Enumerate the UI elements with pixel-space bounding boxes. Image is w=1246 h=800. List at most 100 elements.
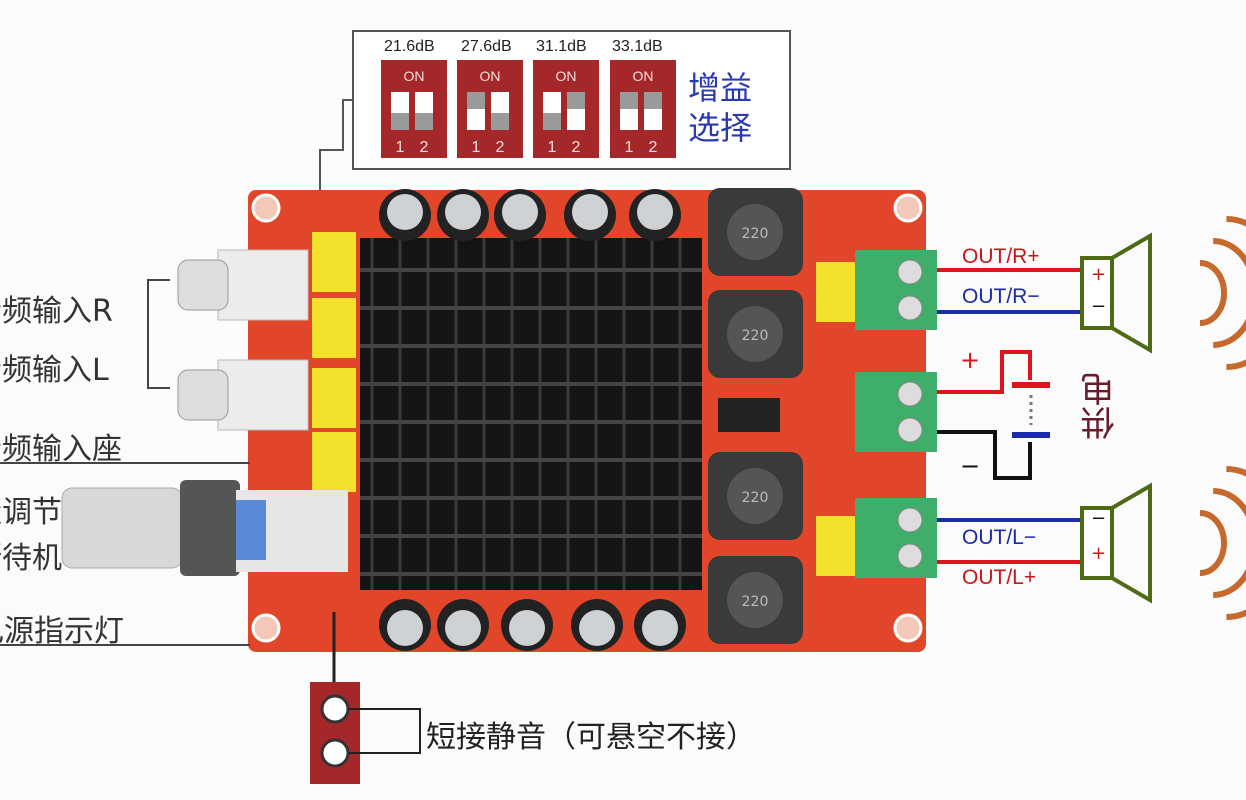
- gain-label-2: 27.6dB: [461, 38, 512, 55]
- capacitor-top: [445, 610, 481, 646]
- label-volume: 音量调节: [0, 495, 62, 530]
- inductor-marking: 220: [742, 594, 769, 610]
- jumper-pin: [320, 738, 350, 768]
- label-power-led: 电源指示灯: [0, 614, 124, 649]
- label-input-jack: 音频输入座: [0, 432, 122, 467]
- mounting-hole: [251, 613, 281, 643]
- sound-wave: [1213, 238, 1246, 348]
- label-power-minus: −: [960, 452, 981, 480]
- speaker-r-plus: +: [1091, 264, 1107, 285]
- sound-wave: [1226, 466, 1246, 620]
- film-capacitor: [312, 232, 356, 292]
- label-power-plus: +: [960, 346, 981, 374]
- dip-on-label: ON: [404, 68, 425, 84]
- inductor-core: [727, 572, 783, 628]
- rca-jack-body: [217, 249, 309, 321]
- screw: [897, 295, 923, 321]
- dip-toggle: [467, 92, 485, 109]
- screw: [897, 259, 923, 285]
- gain-label-1: 21.6dB: [384, 38, 435, 55]
- label-mute-jumper: 短接静音（可悬空不接）: [426, 720, 756, 755]
- film-capacitor: [312, 432, 356, 492]
- diode: [718, 398, 780, 432]
- screw-terminal: [855, 498, 937, 578]
- film-capacitor: [312, 368, 356, 428]
- sound-wave: [1226, 216, 1246, 370]
- screw-terminal: [855, 372, 937, 452]
- capacitor-top: [387, 610, 423, 646]
- rca-jack: [177, 259, 229, 311]
- gain-label-3: 31.1dB: [536, 38, 587, 55]
- screw: [897, 543, 923, 569]
- volume-knob: [61, 487, 183, 569]
- gain-title-line1: 增益: [688, 69, 753, 107]
- dip-toggle: [491, 113, 509, 130]
- capacitor-top: [579, 610, 615, 646]
- pot-nut: [180, 480, 240, 576]
- speaker-l-minus: −: [1091, 508, 1107, 529]
- inductor-core: [727, 468, 783, 524]
- capacitor-top: [445, 194, 481, 230]
- sound-wave: [1199, 510, 1227, 576]
- jumper-pin: [320, 694, 350, 724]
- mounting-hole: [893, 613, 923, 643]
- screw: [897, 417, 923, 443]
- jumper-bracket: [348, 708, 421, 754]
- film-capacitor: [816, 262, 860, 322]
- capacitor-top: [642, 610, 678, 646]
- gain-leader-line: [319, 99, 353, 195]
- speaker-l-plus: +: [1091, 543, 1107, 564]
- dip-number: 1: [625, 139, 634, 156]
- inductor-core: [727, 204, 783, 260]
- film-capacitor: [312, 298, 356, 358]
- rca-jack: [177, 369, 229, 421]
- label-input-l: 音频输入L: [0, 353, 109, 388]
- speaker-r-minus: −: [1091, 296, 1107, 317]
- dip-number: 2: [496, 139, 505, 156]
- dip-toggle: [415, 113, 433, 130]
- dip-number: 1: [472, 139, 481, 156]
- inductor-marking: 220: [742, 328, 769, 344]
- inductor-marking: 220: [742, 490, 769, 506]
- dip-number: 1: [396, 139, 405, 156]
- wire-power-plus: [937, 350, 1032, 394]
- pot-label: [236, 500, 266, 560]
- dip-toggle: [620, 92, 638, 109]
- label-power: 供电: [1081, 372, 1121, 440]
- heatsink: [360, 238, 702, 590]
- inductor-marking: 220: [742, 226, 769, 242]
- dip-number: 1: [548, 139, 557, 156]
- mounting-hole: [251, 193, 281, 223]
- mounting-hole: [893, 193, 923, 223]
- dip-toggle: [391, 113, 409, 130]
- capacitor-top: [572, 194, 608, 230]
- capacitor-top: [502, 194, 538, 230]
- label-out-r-plus: OUT/R+: [962, 245, 1040, 268]
- battery-plate-plus: [1012, 382, 1050, 388]
- dip-on-label: ON: [633, 68, 654, 84]
- dip-toggle: [567, 92, 585, 109]
- dip-toggle: [543, 113, 561, 130]
- speaker-icon: [1080, 256, 1114, 330]
- speaker-cone: [1110, 232, 1152, 354]
- dip-toggle: [644, 92, 662, 109]
- dip-on-label: ON: [480, 68, 501, 84]
- screw: [897, 507, 923, 533]
- screw-terminal: [855, 250, 937, 330]
- gain-title-line2: 选择: [688, 109, 753, 147]
- label-out-l-plus: OUT/L+: [962, 566, 1037, 589]
- inductor-core: [727, 306, 783, 362]
- dip-on-label: ON: [556, 68, 577, 84]
- capacitor-top: [387, 194, 423, 230]
- sound-wave: [1199, 260, 1227, 326]
- dip-number: 2: [572, 139, 581, 156]
- label-out-r-minus: OUT/R−: [962, 285, 1040, 308]
- gain-title: 增益 选择: [688, 68, 752, 148]
- battery-plate-minus: [1012, 432, 1050, 438]
- screw: [897, 381, 923, 407]
- rca-jack-body: [217, 359, 309, 431]
- label-out-l-minus: OUT/L−: [962, 526, 1037, 549]
- speaker-cone: [1110, 482, 1152, 604]
- capacitor-top: [637, 194, 673, 230]
- dip-number: 2: [649, 139, 658, 156]
